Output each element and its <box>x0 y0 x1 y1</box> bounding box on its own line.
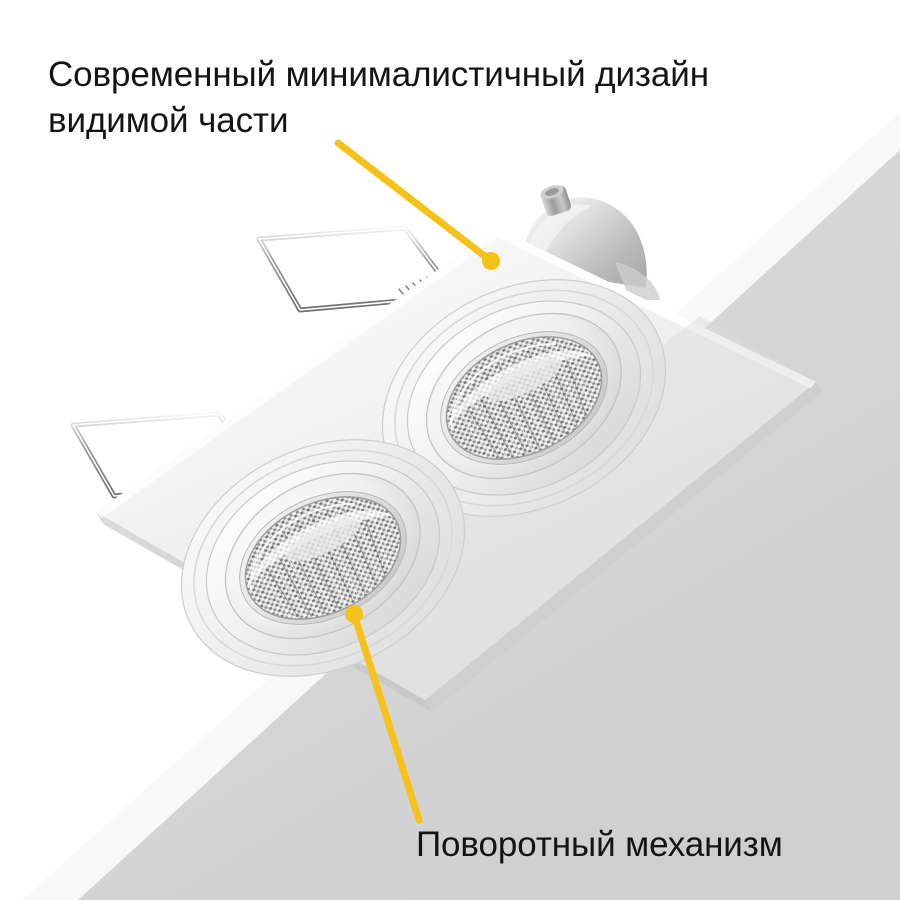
leader-line-bottom <box>345 605 423 824</box>
connector-nipple <box>540 185 572 217</box>
upper-lamp <box>381 279 667 517</box>
leader-line-top <box>334 139 500 270</box>
lower-lamp <box>180 439 466 677</box>
